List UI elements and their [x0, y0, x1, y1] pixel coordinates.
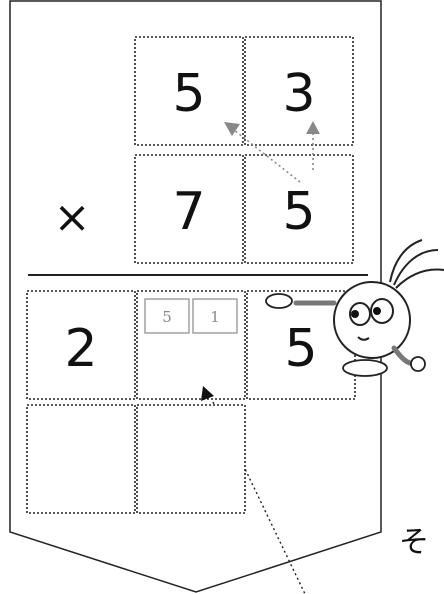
mascot-hair-icon — [390, 240, 444, 288]
result-hundreds-digit: 2 — [64, 319, 97, 379]
mascot-foot-icon — [411, 357, 425, 371]
multiply-operator: × — [54, 192, 91, 243]
carry-left-digit: 5 — [162, 308, 172, 326]
multiplicand-tens-digit: 5 — [172, 64, 205, 124]
multiplicand-ones-digit: 3 — [282, 64, 315, 124]
corner-glyph: そ — [399, 525, 429, 560]
lower-left-cell[interactable] — [27, 405, 135, 513]
mascot-pupil-right — [373, 307, 381, 315]
multiplier-ones-digit: 5 — [282, 182, 315, 242]
mascot-pupil-left — [351, 310, 359, 318]
mascot-base-icon — [343, 360, 387, 376]
mascot-body — [334, 282, 410, 358]
carry-right-digit: 1 — [210, 308, 220, 326]
mascot-hand-icon — [266, 294, 292, 308]
multiplier-tens-digit: 7 — [172, 182, 205, 242]
result-ones-digit: 5 — [284, 319, 317, 379]
lower-middle-cell[interactable] — [137, 405, 245, 513]
